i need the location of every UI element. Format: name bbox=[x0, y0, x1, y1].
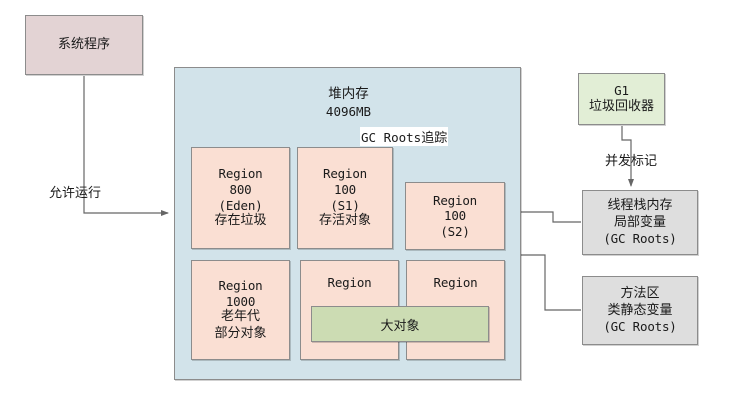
heap-size: 4096MB bbox=[325, 104, 372, 119]
region-s1-line4: 存活对象 bbox=[318, 213, 371, 229]
edge-label-gc-roots-trace: GC Roots追踪 bbox=[360, 127, 449, 146]
edge-threadstack-to-s2 bbox=[512, 209, 581, 223]
heap-title-group: 堆内存 4096MB bbox=[175, 82, 522, 119]
method-area-line2: 类静态变量 bbox=[607, 302, 673, 318]
thread-stack-line2: 局部变量 bbox=[613, 214, 666, 230]
method-area-line3: (GC Roots) bbox=[603, 318, 677, 334]
region-s1-line2: 100 bbox=[334, 182, 356, 198]
region-eden-line3: (Eden) bbox=[218, 197, 263, 213]
region-s2-box: Region 100 (S2) bbox=[405, 182, 505, 250]
region-s2-line1: Region bbox=[433, 192, 477, 208]
region-old-line3: 老年代 bbox=[220, 309, 260, 325]
region-s1-box: Region 100 (S1) 存活对象 bbox=[297, 147, 393, 249]
region-old-line1: Region bbox=[218, 278, 263, 294]
method-area-box: 方法区 类静态变量 (GC Roots) bbox=[582, 276, 698, 345]
region-eden-line4: 存在垃圾 bbox=[214, 213, 267, 229]
edge-label-gc-roots-trace-cjk: 追踪 bbox=[421, 131, 448, 146]
heap-title: 堆内存 bbox=[328, 86, 369, 102]
region-s2-line3: (S2) bbox=[440, 223, 470, 239]
region-s1-line1: Region bbox=[323, 166, 367, 182]
region-eden-line2: 800 bbox=[229, 182, 252, 198]
system-program-box: 系统程序 bbox=[25, 15, 143, 75]
region-humongous-right-line1: Region bbox=[433, 275, 478, 290]
big-object-box: 大对象 bbox=[311, 306, 489, 342]
g1-collector-box: G1 垃圾回收器 bbox=[578, 73, 665, 125]
thread-stack-box: 线程栈内存 局部变量 (GC Roots) bbox=[582, 190, 698, 255]
region-old-box: Region 1000 老年代 部分对象 bbox=[191, 260, 290, 360]
region-s2-line2: 100 bbox=[444, 208, 466, 224]
region-old-line2: 1000 bbox=[225, 293, 256, 309]
thread-stack-line3: (GC Roots) bbox=[603, 230, 677, 246]
g1-collector-line2: 垃圾回收器 bbox=[588, 98, 654, 114]
system-program-label: 系统程序 bbox=[57, 36, 110, 52]
region-eden-box: Region 800 (Eden) 存在垃圾 bbox=[191, 147, 290, 249]
thread-stack-line1: 线程栈内存 bbox=[607, 198, 673, 214]
big-object-label: 大对象 bbox=[380, 318, 420, 334]
region-old-line4: 部分对象 bbox=[214, 325, 267, 341]
edge-label-allow-run: 允许运行 bbox=[49, 186, 102, 201]
edge-label-concurrent-mark: 并发标记 bbox=[605, 154, 658, 169]
region-humongous-left-line1: Region bbox=[327, 275, 372, 290]
method-area-line1: 方法区 bbox=[620, 286, 660, 302]
region-s1-line3: (S1) bbox=[330, 197, 360, 213]
region-eden-line1: Region bbox=[218, 166, 263, 182]
g1-collector-line1: G1 bbox=[614, 83, 629, 99]
edge-label-gc-roots-trace-mono: GC Roots bbox=[361, 130, 422, 145]
